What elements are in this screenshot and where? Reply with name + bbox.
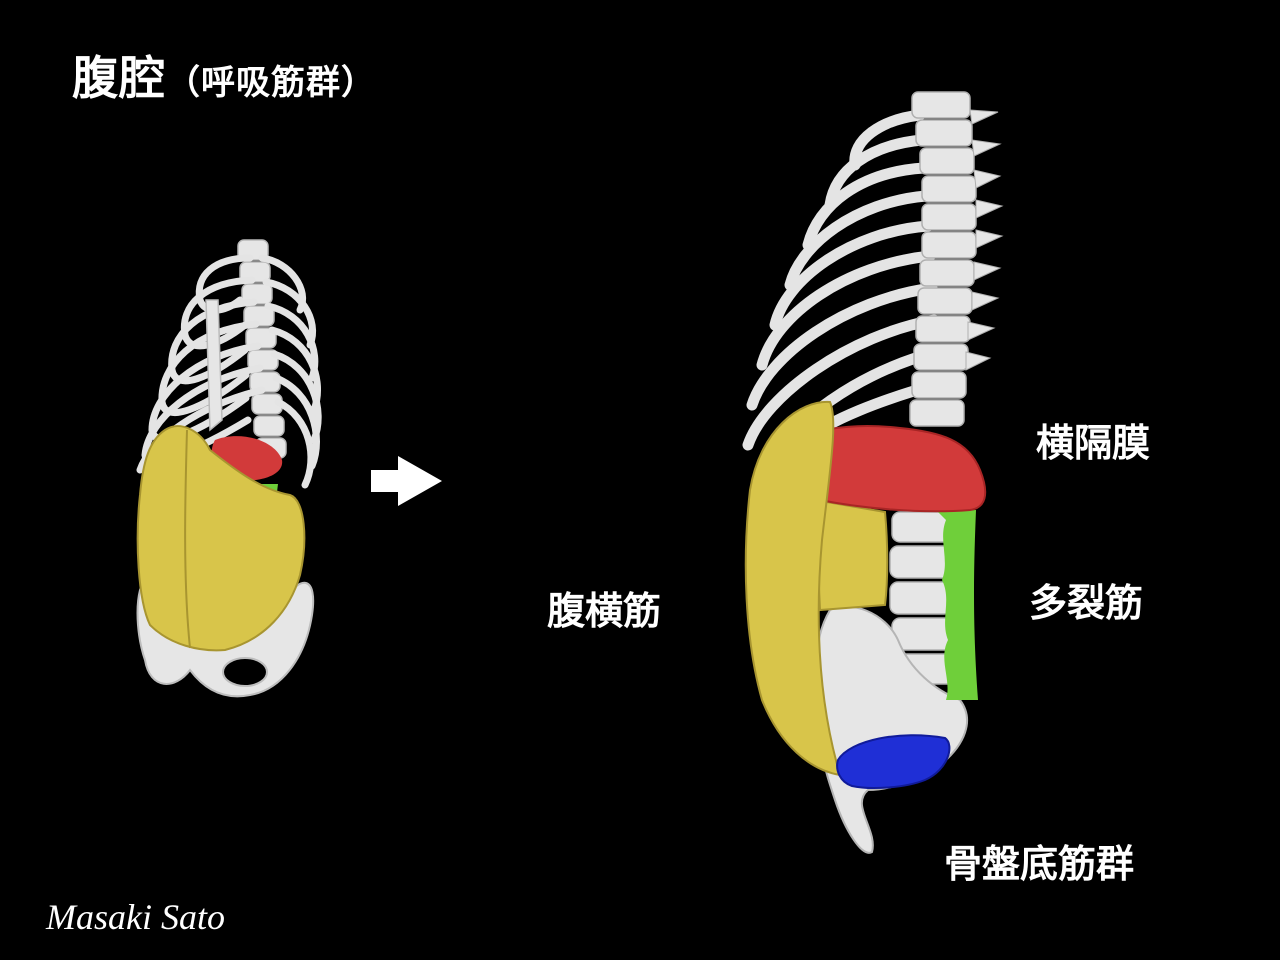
label-multifidus: 多裂筋 — [1029, 580, 1144, 625]
lateral-multifidus — [938, 510, 978, 700]
right-arrow-icon — [371, 456, 442, 506]
front-sternum — [205, 299, 223, 432]
lateral-transversus-abdominis — [744, 400, 842, 777]
lateral-spinous-processes — [965, 109, 1004, 371]
lateral-transversus-abdominis-back — [813, 498, 889, 612]
lateral-pelvic-floor — [836, 734, 951, 789]
author-credit: Masaki Sato — [46, 897, 225, 937]
title-main: 腹腔 — [72, 51, 166, 105]
page-title: 腹腔（呼吸筋群） — [72, 42, 376, 108]
label-transversus-abdominis: 腹横筋 — [547, 588, 662, 633]
label-pelvic-floor: 骨盤底筋群 — [944, 841, 1135, 886]
front-view-figure — [136, 239, 322, 698]
title-subtitle: （呼吸筋群） — [166, 63, 376, 103]
label-diaphragm: 横隔膜 — [1036, 420, 1151, 465]
front-transversus-abdominis — [136, 425, 306, 652]
lateral-view-figure — [742, 91, 1004, 854]
